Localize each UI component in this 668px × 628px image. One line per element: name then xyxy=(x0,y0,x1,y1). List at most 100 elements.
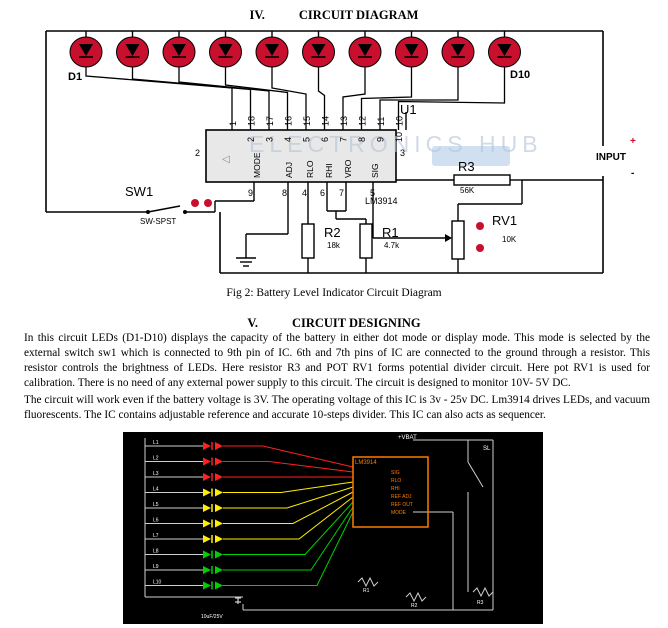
switch-label: SL xyxy=(483,446,491,452)
paragraph-2: The circuit will work even if the batter… xyxy=(24,394,650,421)
pin-label-vro: VRO xyxy=(343,159,353,178)
led-row: L5 xyxy=(145,486,354,512)
pin-number: 3 xyxy=(400,148,405,158)
led-row: L4 xyxy=(145,481,354,497)
ic-pin-label: MODE xyxy=(391,510,407,516)
led xyxy=(397,31,521,130)
resistor-label: R2 xyxy=(411,603,418,609)
pin-number: 3 xyxy=(265,137,275,142)
switch-sw1: SW1 SW-SPST xyxy=(125,184,216,226)
ic-pin-label: RLO xyxy=(391,478,401,484)
led xyxy=(379,31,475,130)
led xyxy=(255,31,307,130)
paragraph-1: In this circuit LEDs (D1-D10) displays t… xyxy=(24,332,650,389)
led-label: L10 xyxy=(153,580,162,586)
led xyxy=(209,31,289,130)
r1-label: R1 xyxy=(382,225,399,240)
ic-part-label: LM3914 xyxy=(355,460,377,466)
pin-label-sig: SIG xyxy=(370,163,380,178)
r3-value: 56K xyxy=(460,186,475,195)
led xyxy=(302,31,335,130)
ic-pin-labels: SIG RLO RHI REF ADJ REF OUT MODE xyxy=(391,470,413,516)
schematic-background xyxy=(123,432,543,624)
led-row: L1 xyxy=(145,440,354,468)
pin-number: 8 xyxy=(357,137,367,142)
section-title: CIRCUIT DIAGRAM xyxy=(298,8,419,22)
led-row: L7 xyxy=(145,496,354,543)
ic-pin-label: RHI xyxy=(391,486,400,492)
pin-number: 18 xyxy=(247,116,257,126)
pin-number: 8 xyxy=(282,188,287,198)
resistor-r3: R3 56K xyxy=(453,159,511,195)
section-title: CIRCUIT DESIGNING xyxy=(291,316,421,330)
pin-number: 10 xyxy=(394,132,404,142)
led-row: L2 xyxy=(145,456,354,473)
resistor-label: R1 xyxy=(363,588,370,594)
r3-label: R3 xyxy=(458,159,475,174)
section-heading-circuit-designing: V. CIRCUIT DESIGNING xyxy=(0,316,668,331)
led-label: L7 xyxy=(153,533,159,539)
pin-number: 4 xyxy=(283,137,293,142)
resistor-r1: R1 4.7k xyxy=(359,223,400,259)
ic-pin-label: REF OUT xyxy=(391,502,413,508)
pin-label-rlo: RLO xyxy=(305,160,315,178)
mode-pin-label: MODE xyxy=(252,152,262,178)
ground-symbol xyxy=(236,257,256,267)
led-label: L3 xyxy=(153,471,159,477)
led-label: L2 xyxy=(153,456,159,462)
pin-number: 15 xyxy=(302,116,312,126)
sw1-type-label: SW-SPST xyxy=(140,217,176,226)
pin-label-rhi: RHI xyxy=(324,163,334,178)
section-number: IV. xyxy=(249,8,265,22)
pin-number: 7 xyxy=(339,137,349,142)
led xyxy=(342,31,382,130)
r2-label: R2 xyxy=(324,225,341,240)
led xyxy=(360,31,428,130)
rv1-label: RV1 xyxy=(492,213,517,228)
figure-caption: Fig 2: Battery Level Indicator Circuit D… xyxy=(226,287,442,299)
led xyxy=(162,31,270,130)
section-number: V. xyxy=(247,316,258,330)
pin-number: 12 xyxy=(358,116,368,126)
lm3914-ic: ◁ U1 LM3914 ELECTRONICS HUB xyxy=(205,102,538,206)
switch-symbol xyxy=(467,461,484,488)
pin-number: 5 xyxy=(302,137,312,142)
vbat-label: +VBAT xyxy=(398,435,417,441)
input-plus-sign: + xyxy=(630,136,636,147)
pin-number: 16 xyxy=(284,116,294,126)
d10-label: D10 xyxy=(510,69,530,81)
watermark-badge xyxy=(432,146,510,166)
input-minus-sign: - xyxy=(631,168,634,179)
resistor-labels: R1 R2 R3 xyxy=(363,588,484,609)
rv1-value: 10K xyxy=(502,235,517,244)
svg-text:◁: ◁ xyxy=(222,154,230,165)
potentiometer-rv1: RV1 10K xyxy=(445,213,517,260)
led-label: L4 xyxy=(153,487,159,493)
led-row: L10 xyxy=(145,511,354,590)
ic-inner-pin-numbers: 2 3 4 5 6 7 8 9 10 xyxy=(246,132,404,142)
pin-number: 13 xyxy=(339,116,349,126)
led-row: L6 xyxy=(145,491,354,528)
led-label: L1 xyxy=(153,440,159,446)
pin-number: 2 xyxy=(246,137,256,142)
input-label: INPUT xyxy=(596,152,626,163)
led-label: L9 xyxy=(153,564,159,570)
resistor-label: R3 xyxy=(477,600,484,606)
pin-number: 6 xyxy=(320,137,330,142)
r2-value: 18k xyxy=(327,241,341,250)
pin-number: 9 xyxy=(376,137,386,142)
led-array xyxy=(69,31,521,130)
ic-pin-label: SIG xyxy=(391,470,400,476)
led-label: L5 xyxy=(153,502,159,508)
resistor-r2: R2 18k xyxy=(301,223,341,259)
pin-label-adj: ADJ xyxy=(284,162,294,178)
led-label: L8 xyxy=(153,549,159,555)
ic-bottom-labels: MODE ADJ RLO RHI VRO SIG xyxy=(252,152,380,178)
led-row: L8 xyxy=(145,501,354,559)
led-row: L3 xyxy=(145,471,353,481)
d1-label: D1 xyxy=(68,71,82,83)
ic-pin-label: REF ADJ xyxy=(391,494,412,500)
